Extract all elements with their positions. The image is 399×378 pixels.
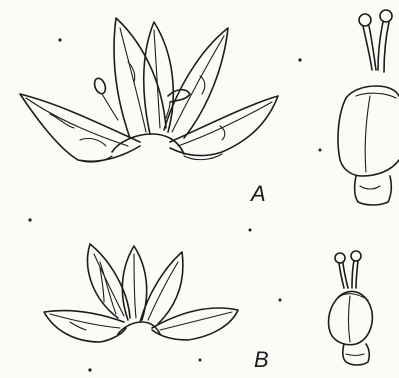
pistil-a <box>338 10 399 205</box>
panel-label-b: B <box>254 349 269 371</box>
stigma-b-left <box>335 253 345 263</box>
stigma-a-right <box>380 10 392 22</box>
calyx-a <box>355 176 392 205</box>
stigma-b-right <box>351 251 361 261</box>
ovary-b <box>329 291 373 344</box>
petal-b-right <box>152 308 238 340</box>
panel-label-a: A <box>251 183 266 205</box>
ovary-a <box>338 98 362 176</box>
stigma-a-left <box>359 14 371 26</box>
pistil-b <box>329 251 373 365</box>
corolla-b <box>44 244 238 342</box>
print-specks <box>29 39 320 371</box>
stamen-a-left <box>93 77 108 95</box>
